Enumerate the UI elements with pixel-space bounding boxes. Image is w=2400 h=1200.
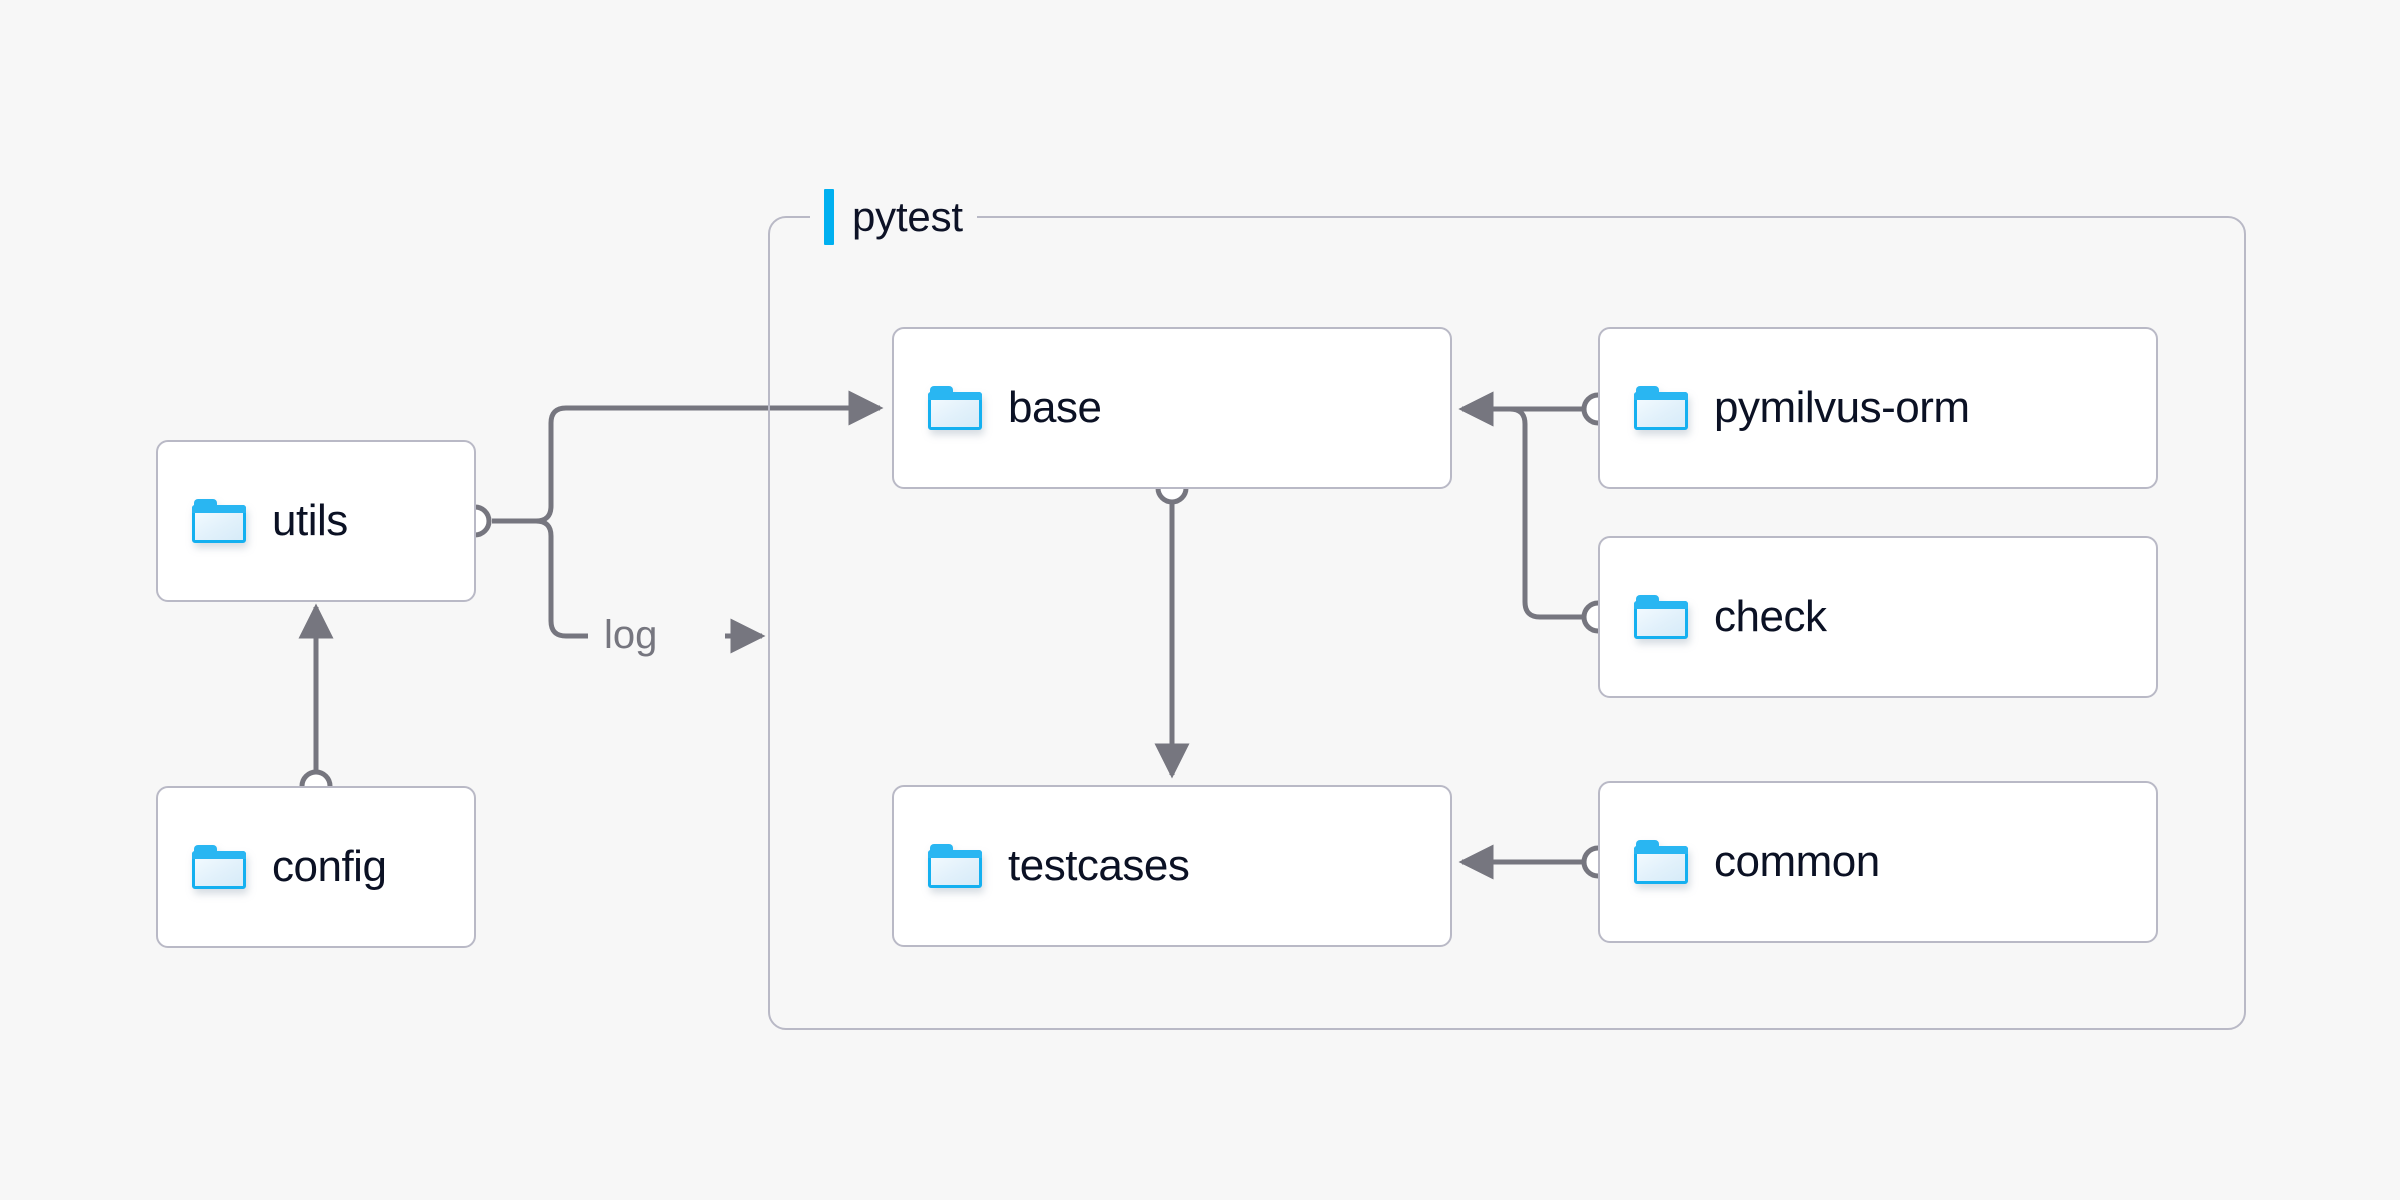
node-check-label: check	[1714, 592, 1827, 641]
node-pymilvus-orm[interactable]: pymilvus-orm	[1598, 327, 2158, 489]
node-testcases-label: testcases	[1008, 841, 1190, 890]
node-testcases[interactable]: testcases	[892, 785, 1452, 947]
folder-icon	[192, 845, 246, 889]
node-base-label: base	[1008, 383, 1102, 432]
folder-icon	[1634, 840, 1688, 884]
node-common[interactable]: common	[1598, 781, 2158, 943]
node-utils-label: utils	[272, 496, 348, 545]
folder-icon	[928, 844, 982, 888]
node-config[interactable]: config	[156, 786, 476, 948]
node-pymilvus-orm-label: pymilvus-orm	[1714, 383, 1970, 432]
node-config-label: config	[272, 842, 387, 891]
folder-icon	[192, 499, 246, 543]
folder-icon	[1634, 595, 1688, 639]
group-accent-bar	[824, 189, 834, 245]
group-pytest-label: pytest	[810, 188, 977, 246]
node-utils[interactable]: utils	[156, 440, 476, 602]
node-common-label: common	[1714, 837, 1880, 886]
folder-icon	[928, 386, 982, 430]
group-label-text: pytest	[852, 193, 963, 240]
edge-label-log: log	[604, 613, 658, 657]
edge-utils-to-log	[535, 518, 588, 639]
node-check[interactable]: check	[1598, 536, 2158, 698]
folder-icon	[1634, 386, 1688, 430]
node-base[interactable]: base	[892, 327, 1452, 489]
group-pytest[interactable]	[768, 216, 2246, 1030]
